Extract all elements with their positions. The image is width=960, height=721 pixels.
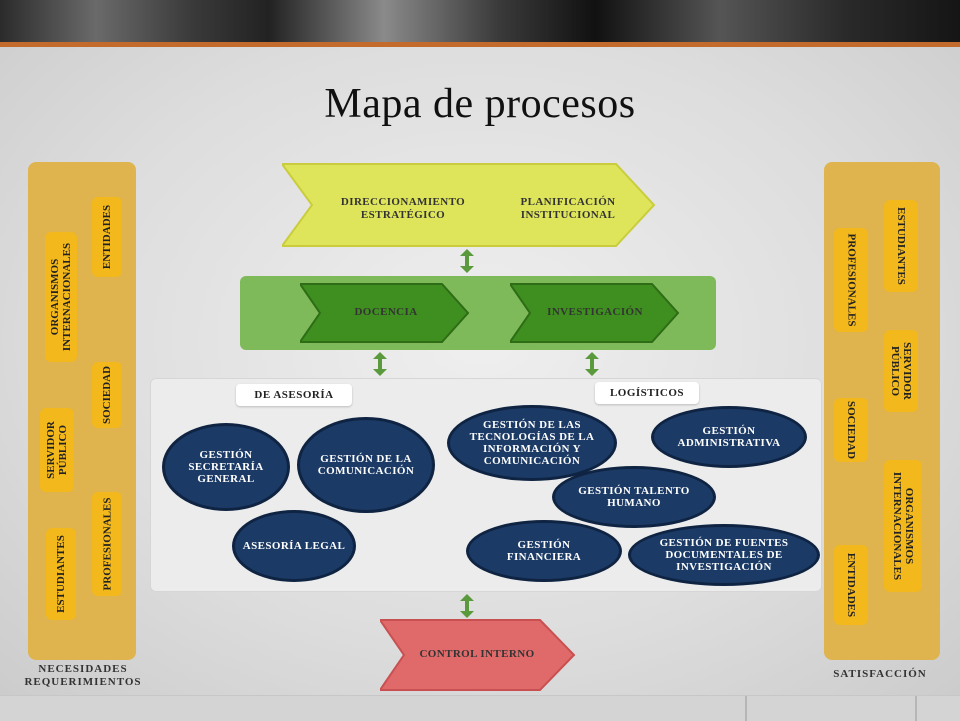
- mission-chevron-docencia: [300, 283, 470, 343]
- top-banner-image: [0, 0, 960, 42]
- right-item-servidor-publico: SERVIDOR PÚBLICO: [884, 330, 918, 412]
- logistics-group-label: LOGÍSTICOS: [595, 382, 699, 404]
- right-item-label: ENTIDADES: [845, 552, 857, 618]
- left-item-sociedad: SOCIEDAD: [92, 362, 122, 428]
- left-caption-line2: REQUERIMIENTOS: [24, 676, 142, 688]
- node-gestion-comunicacion: GESTIÓN DE LA COMUNICACIÓN: [297, 417, 435, 513]
- node-label: GESTIÓN ADMINISTRATIVA: [677, 425, 781, 449]
- left-item-label: SOCIEDAD: [101, 365, 114, 425]
- connector-arrow-icon: [460, 594, 474, 618]
- right-item-label: ESTUDIANTES: [895, 207, 908, 285]
- node-gestion-administrativa: GESTIÓN ADMINISTRATIVA: [651, 406, 807, 468]
- connector-arrow-icon: [373, 352, 387, 376]
- left-caption-line1: NECESIDADES: [38, 663, 128, 675]
- strategic-item-planificacion: PLANIFICACIÓN INSTITUCIONAL: [520, 196, 616, 221]
- page-title: Mapa de procesos: [324, 81, 636, 127]
- node-gestion-talento-humano: GESTIÓN TALENTO HUMANO: [552, 466, 716, 528]
- connector-arrow-icon: [585, 352, 599, 376]
- node-label: GESTIÓN DE LA COMUNICACIÓN: [317, 453, 415, 477]
- right-item-label: PROFESIONALES: [845, 233, 858, 327]
- left-item-label: ENTIDADES: [101, 204, 113, 270]
- advisory-group-label: DE ASESORÍA: [236, 384, 352, 406]
- control-item-label: CONTROL INTERNO: [419, 648, 535, 660]
- right-item-label: SERVIDOR PÚBLICO: [889, 342, 913, 400]
- left-item-servidor-publico: SERVIDOR PÚBLICO: [40, 408, 74, 492]
- bottom-divider: [915, 696, 917, 721]
- connector-arrow-icon: [460, 249, 474, 273]
- right-item-profesionales: PROFESIONALES: [834, 228, 868, 332]
- mission-item-investigacion: INVESTIGACIÓN: [547, 306, 643, 318]
- mission-item-docencia: DOCENCIA: [354, 306, 418, 318]
- node-gestion-fuentes-documentales: GESTIÓN DE FUENTES DOCUMENTALES DE INVES…: [628, 524, 820, 586]
- node-gestion-secretaria: GESTIÓN SECRETARÍA GENERAL: [162, 423, 290, 511]
- strategic-item-direccionamiento: DIRECCIONAMIENTO ESTRATÉGICO: [340, 196, 466, 221]
- right-item-label: SOCIEDAD: [845, 400, 858, 460]
- left-item-label: ESTUDIANTES: [55, 535, 68, 613]
- left-item-entidades: ENTIDADES: [92, 197, 122, 277]
- slide-background: [0, 47, 960, 695]
- left-item-label: PROFESIONALES: [101, 497, 114, 591]
- node-label: GESTIÓN DE LAS TECNOLOGÍAS DE LA INFORMA…: [469, 419, 595, 467]
- mission-chevron-investigacion: [510, 283, 680, 343]
- bottom-divider: [745, 696, 747, 721]
- left-item-label: SERVIDOR PÚBLICO: [45, 421, 69, 479]
- node-label: GESTIÓN SECRETARÍA GENERAL: [188, 449, 264, 485]
- left-item-profesionales: PROFESIONALES: [92, 492, 122, 596]
- strategic-process-shape: [282, 163, 656, 247]
- node-label: GESTIÓN FINANCIERA: [506, 539, 582, 563]
- right-item-organismos: ORGANISMOS INTERNACIONALES: [884, 460, 922, 592]
- right-item-entidades: ENTIDADES: [834, 545, 868, 625]
- node-gestion-financiera: GESTIÓN FINANCIERA: [466, 520, 622, 582]
- node-label: GESTIÓN TALENTO HUMANO: [578, 485, 690, 509]
- right-item-label: ORGANISMOS INTERNACIONALES: [891, 471, 915, 581]
- left-item-label: ORGANISMOS INTERNACIONALES: [49, 242, 73, 352]
- left-caption: NECESIDADES REQUERIMIENTOS: [0, 663, 166, 689]
- control-process-shape: [380, 619, 576, 691]
- right-caption: SATISFACCIÓN: [833, 668, 927, 680]
- left-item-organismos: ORGANISMOS INTERNACIONALES: [45, 232, 77, 362]
- node-label: GESTIÓN DE FUENTES DOCUMENTALES DE INVES…: [659, 537, 789, 573]
- node-asesoria-legal: ASESORÍA LEGAL: [232, 510, 356, 582]
- right-item-sociedad: SOCIEDAD: [834, 398, 868, 462]
- bottom-bar: [0, 695, 960, 721]
- right-item-estudiantes: ESTUDIANTES: [884, 200, 918, 292]
- accent-stripe: [0, 42, 960, 47]
- left-item-estudiantes: ESTUDIANTES: [46, 528, 76, 620]
- node-gestion-tic: GESTIÓN DE LAS TECNOLOGÍAS DE LA INFORMA…: [447, 405, 617, 481]
- node-label: ASESORÍA LEGAL: [242, 540, 346, 552]
